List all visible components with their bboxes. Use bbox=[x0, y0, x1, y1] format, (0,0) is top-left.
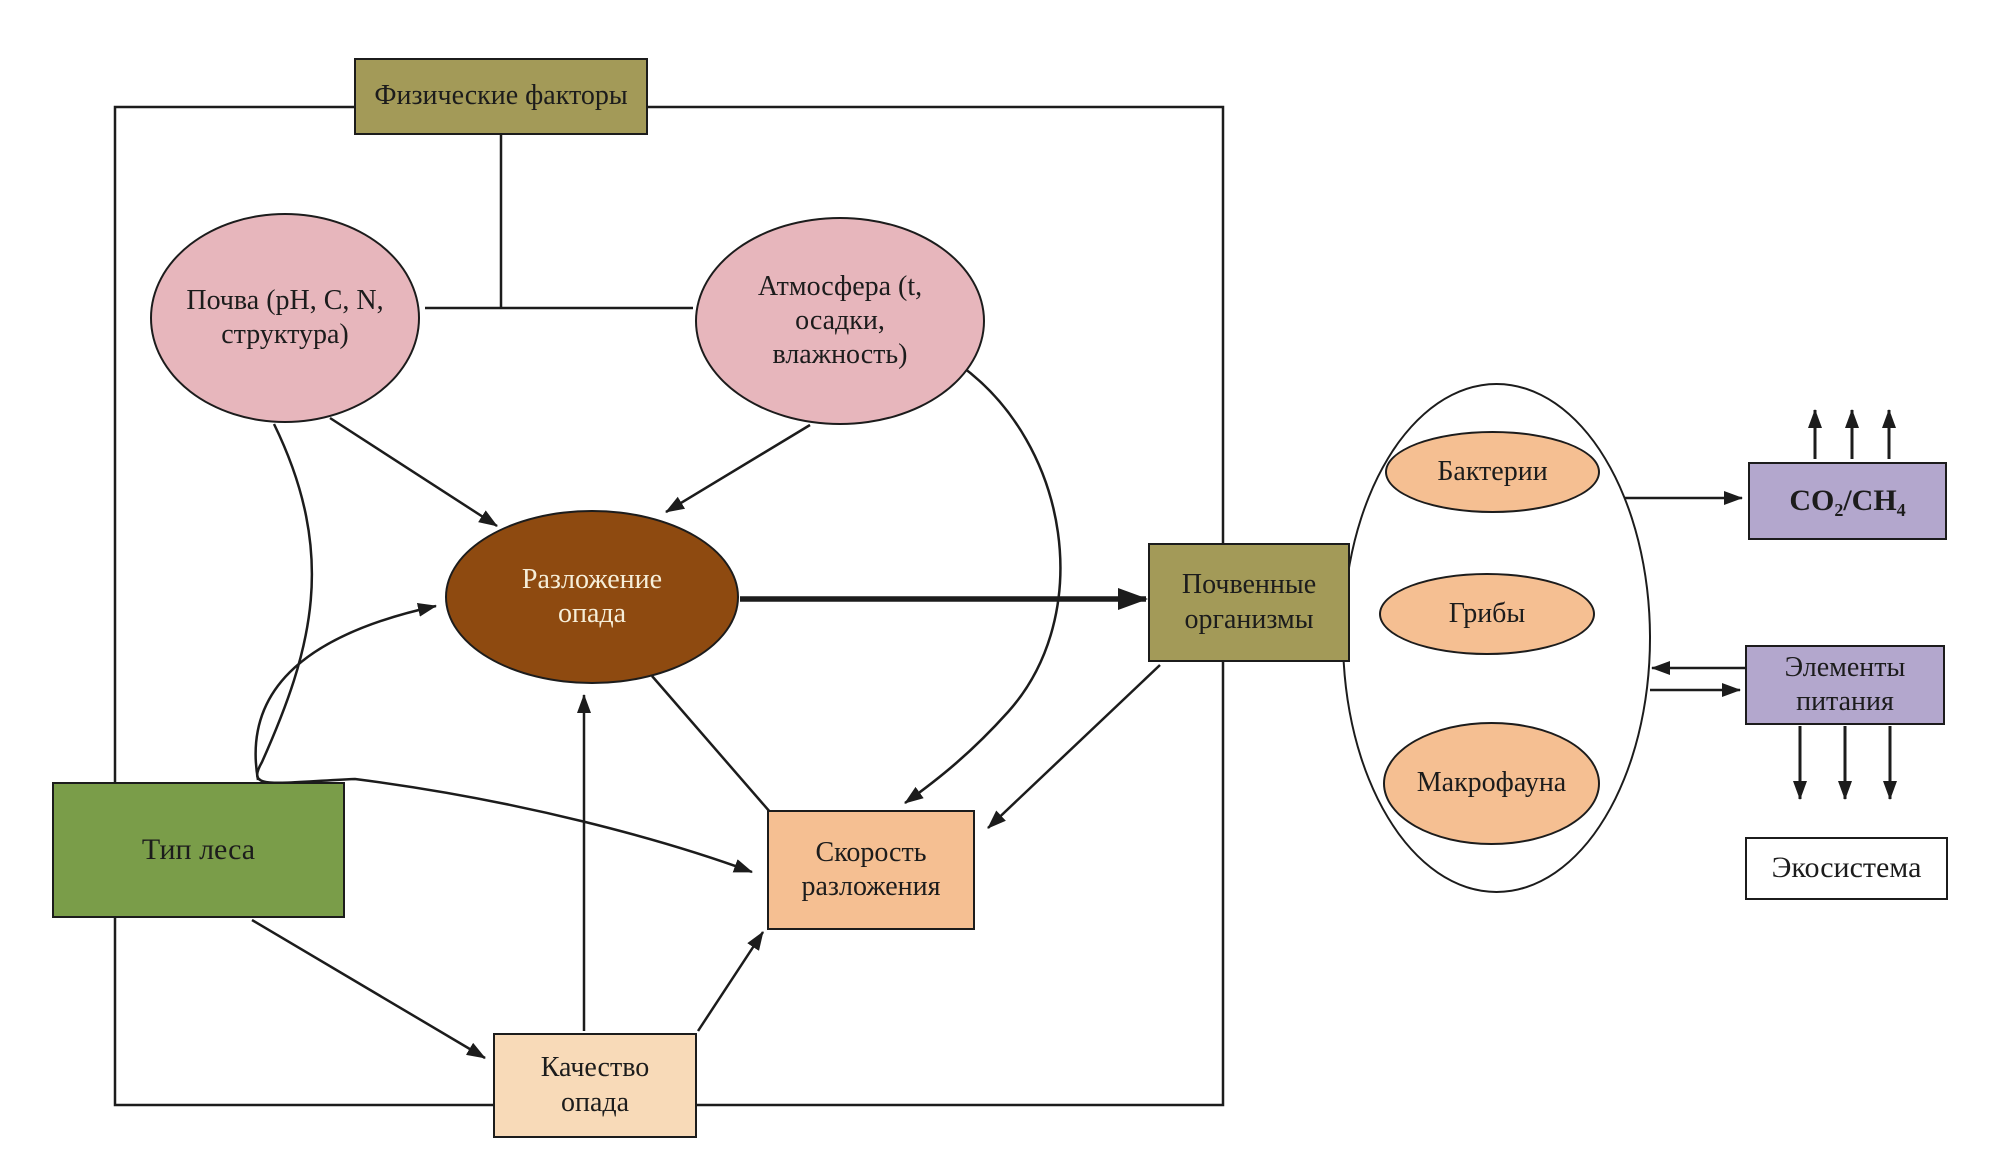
node-litter-quality-label: Качество опада bbox=[540, 1052, 650, 1118]
node-ecosystem: Экосистема bbox=[1745, 837, 1948, 900]
edge-atmosphere-rate bbox=[904, 363, 1062, 805]
node-bacteria: Бактерии bbox=[1385, 431, 1600, 513]
node-fungi: Грибы bbox=[1379, 573, 1595, 655]
node-decomposition-rate-label: Скорость разложения bbox=[801, 836, 941, 902]
edge-forest-decomposition bbox=[254, 602, 437, 781]
node-soil: Почва (pH, C, N, структура) bbox=[150, 213, 420, 423]
node-co2-ch4-label: CO₂/CH₄ bbox=[1789, 483, 1906, 517]
node-bacteria-label: Бактерии bbox=[1437, 455, 1548, 487]
node-fungi-label: Грибы bbox=[1448, 597, 1526, 629]
node-litter-decomposition-label: Разложение опада bbox=[521, 563, 663, 629]
node-co2-ch4: CO₂/CH₄ bbox=[1748, 462, 1947, 540]
node-forest-type: Тип леса bbox=[52, 782, 345, 918]
node-decomposition-rate: Скорость разложения bbox=[767, 810, 975, 930]
node-litter-decomposition: Разложение опада bbox=[445, 510, 739, 684]
node-atmosphere: Атмосфера (t, осадки, влажность) bbox=[695, 217, 985, 425]
node-physical-factors-label: Физические факторы bbox=[374, 80, 628, 112]
edge-atmosphere-decomposition bbox=[665, 423, 811, 514]
node-macrofauna-label: Макрофауна bbox=[1416, 767, 1567, 799]
node-soil-organisms-label: Почвенные организмы bbox=[1181, 569, 1317, 635]
node-physical-factors: Физические факторы bbox=[354, 58, 648, 135]
node-soil-label: Почва (pH, C, N, структура) bbox=[186, 284, 384, 350]
node-nutrients: Элементы питания bbox=[1745, 645, 1945, 725]
node-soil-organisms: Почвенные организмы bbox=[1148, 543, 1350, 662]
node-ecosystem-label: Экосистема bbox=[1771, 851, 1922, 885]
node-forest-type-label: Тип леса bbox=[141, 832, 256, 866]
edge-organisms-rate bbox=[987, 664, 1161, 829]
edge-decomposition-rate bbox=[651, 675, 771, 813]
edge-soil-decomposition bbox=[329, 416, 498, 528]
node-nutrients-label: Элементы питания bbox=[1784, 651, 1906, 717]
edge-quality-rate bbox=[696, 931, 765, 1032]
node-litter-quality: Качество опада bbox=[493, 1033, 697, 1138]
node-macrofauna: Макрофауна bbox=[1383, 722, 1600, 845]
node-atmosphere-label: Атмосфера (t, осадки, влажность) bbox=[757, 270, 923, 371]
edge-forest-quality bbox=[251, 918, 486, 1060]
